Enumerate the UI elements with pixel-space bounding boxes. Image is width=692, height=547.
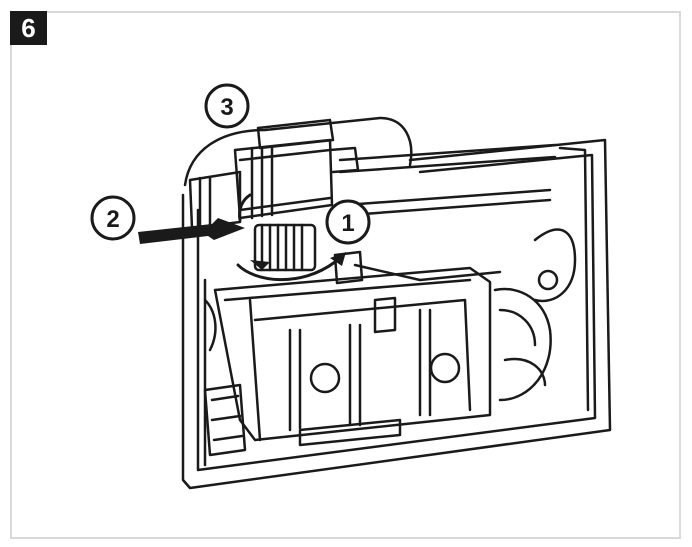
valve-assembly (183, 116, 557, 272)
callout-1-label: 1 (341, 210, 354, 237)
callout-2: 2 (90, 195, 136, 241)
callout-1: 1 (325, 199, 371, 245)
callout-3: 3 (204, 83, 250, 129)
push-arrow (138, 218, 245, 244)
step-number-badge: 6 (10, 11, 47, 45)
callout-3-label: 3 (220, 94, 233, 121)
mounting-frame (181, 138, 612, 490)
callout-2-label: 2 (106, 206, 119, 233)
rotate-arrow (236, 260, 337, 282)
flush-mechanism (203, 250, 552, 457)
